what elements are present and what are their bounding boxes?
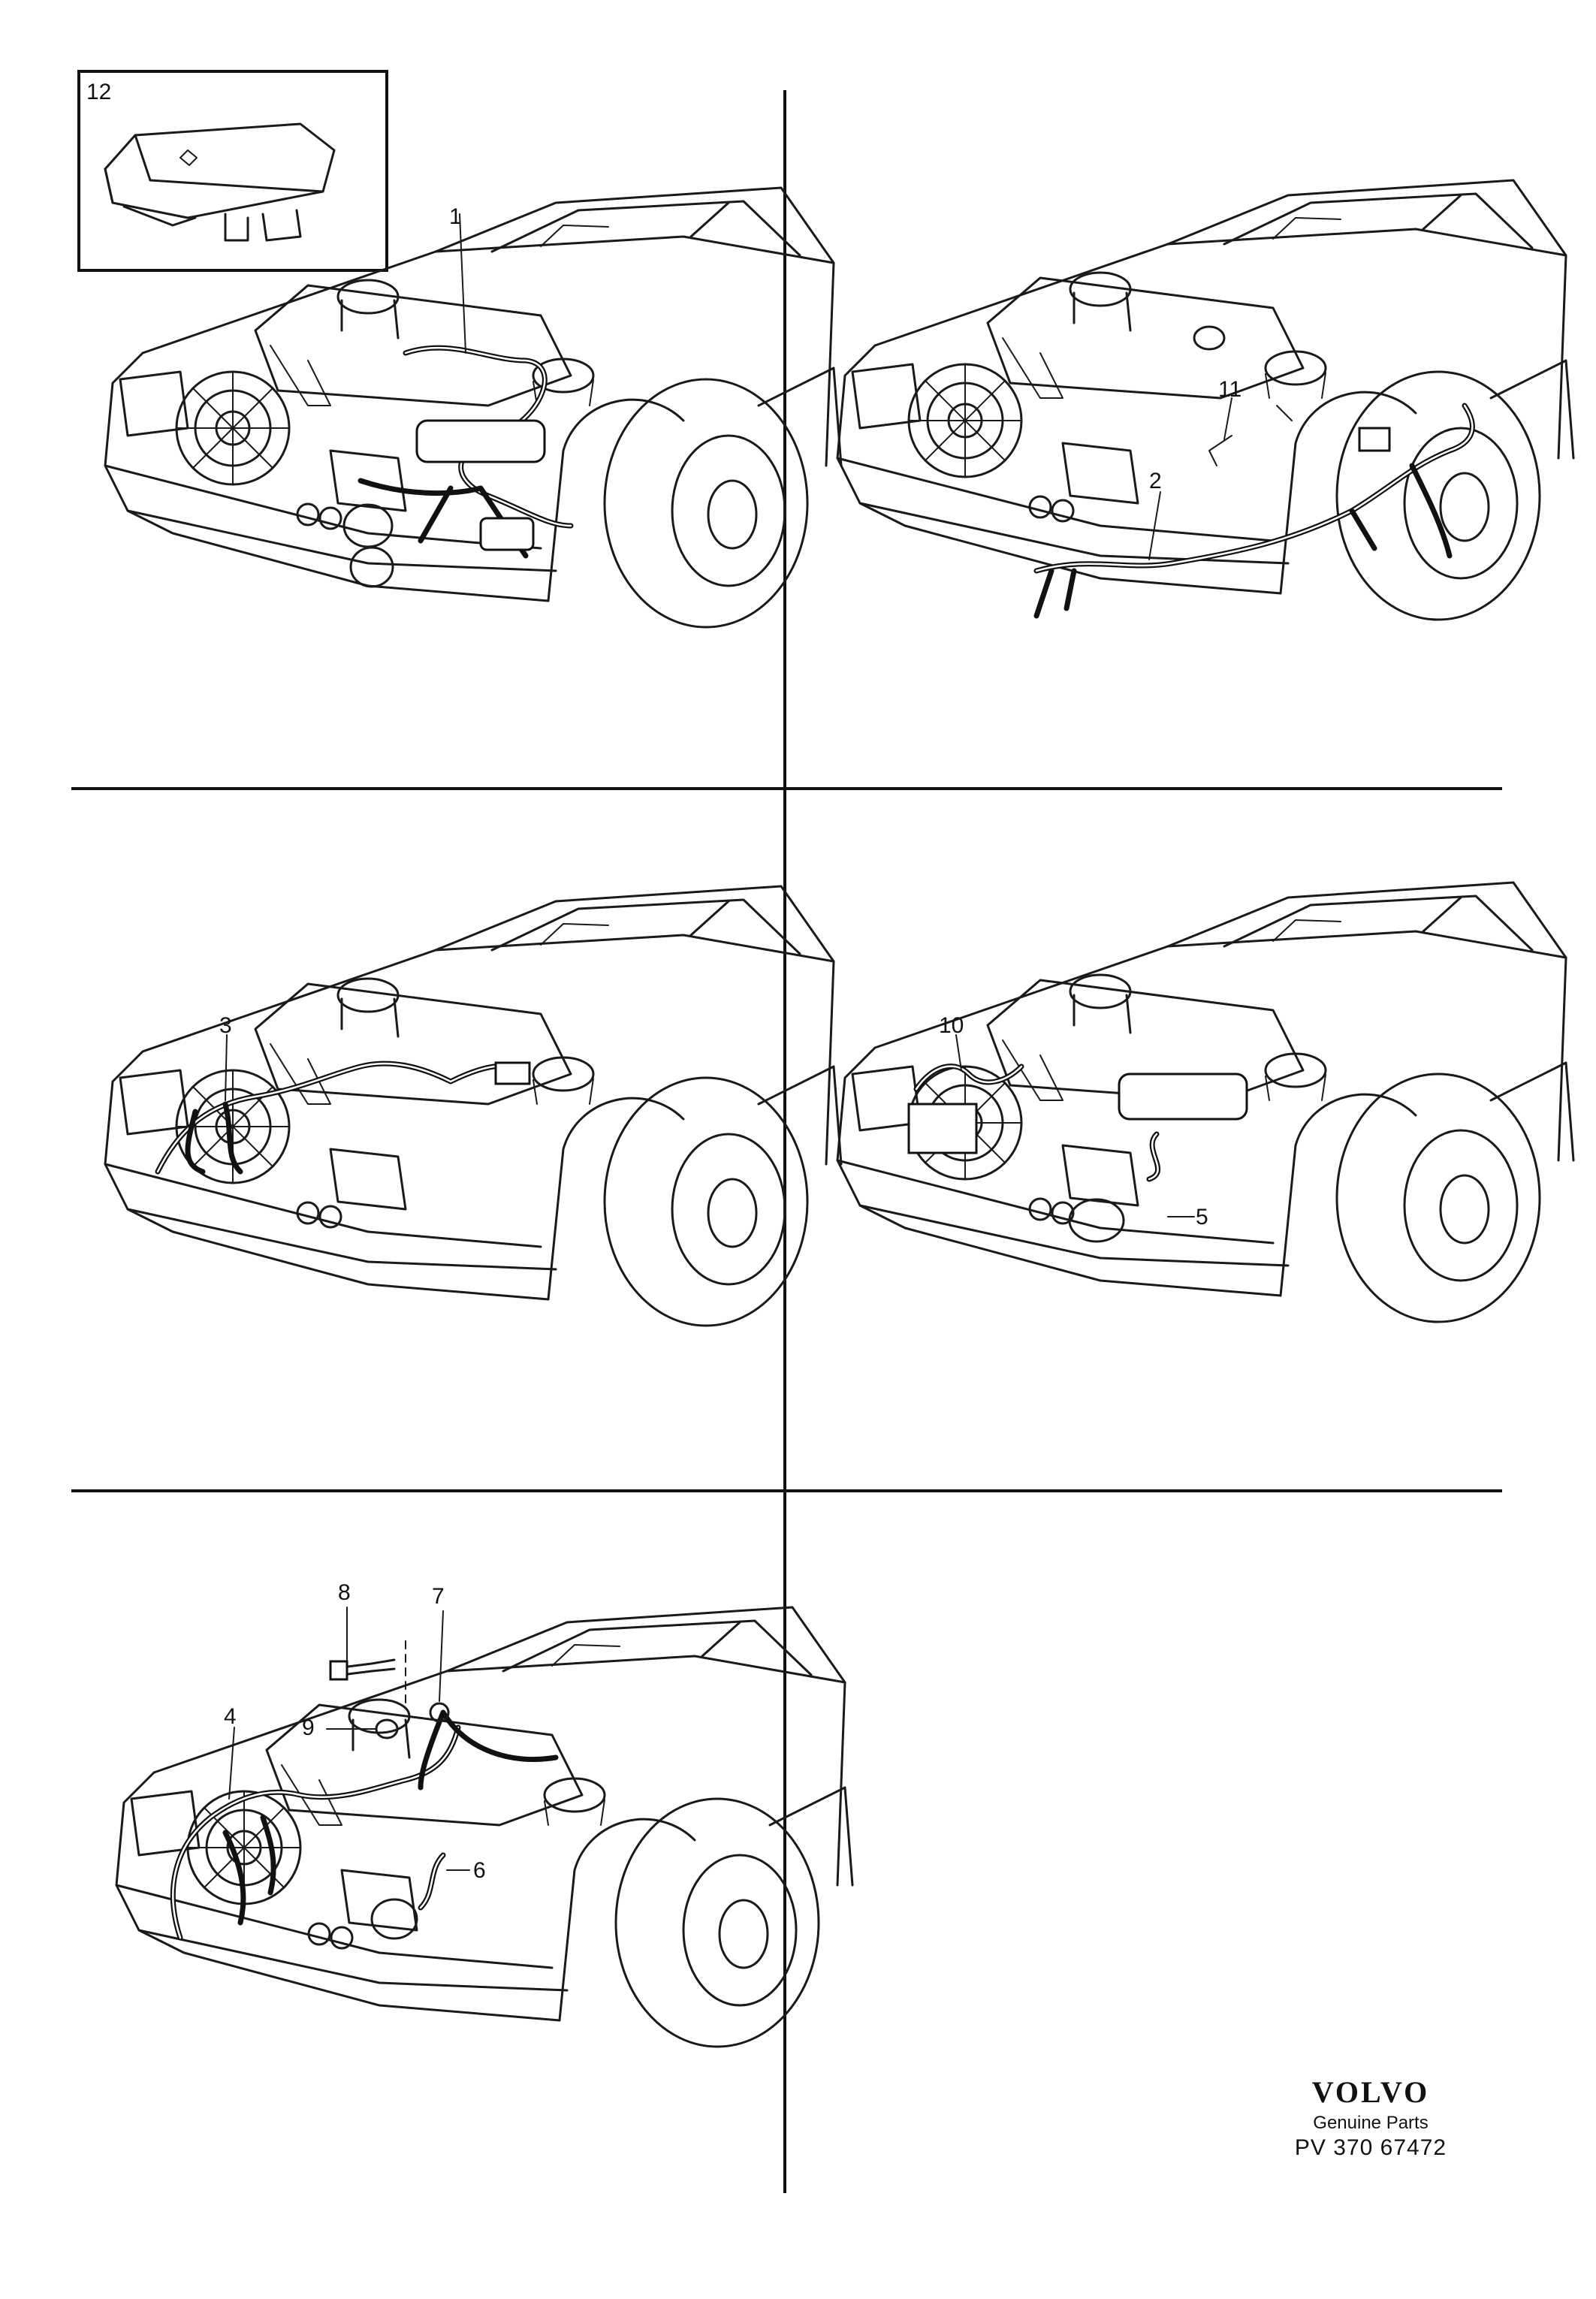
- callout-8: 8: [338, 1580, 351, 1605]
- brand-block: VOLVO Genuine Parts PV 370 67472: [1247, 2074, 1495, 2161]
- callout-12: 12: [86, 80, 111, 104]
- callout-6: 6: [473, 1858, 486, 1883]
- diagram-code: PV 370 67472: [1294, 2135, 1447, 2160]
- callout-7: 7: [432, 1584, 445, 1609]
- panel-harness-1: 1: [104, 186, 843, 629]
- callout-10: 10: [939, 1013, 964, 1038]
- callout-1: 1: [449, 204, 462, 229]
- callout-3: 3: [219, 1013, 232, 1038]
- panel-harness-2: 2 11: [836, 179, 1575, 621]
- panel-harness-3: 3: [104, 885, 843, 1327]
- inset-panel-12: [77, 70, 388, 272]
- brand-tagline: Genuine Parts: [1313, 2113, 1429, 2133]
- callout-4: 4: [224, 1704, 237, 1729]
- callout-2: 2: [1149, 469, 1162, 493]
- panel-harness-4-6-7-8-9: 8 9 7 4 6: [115, 1580, 854, 2048]
- brand-logo-text: VOLVO: [1311, 2075, 1430, 2109]
- panel-harness-5-10: 10 5: [836, 881, 1575, 1323]
- callout-9: 9: [302, 1715, 315, 1740]
- callout-5: 5: [1196, 1205, 1208, 1229]
- callout-11: 11: [1218, 377, 1242, 402]
